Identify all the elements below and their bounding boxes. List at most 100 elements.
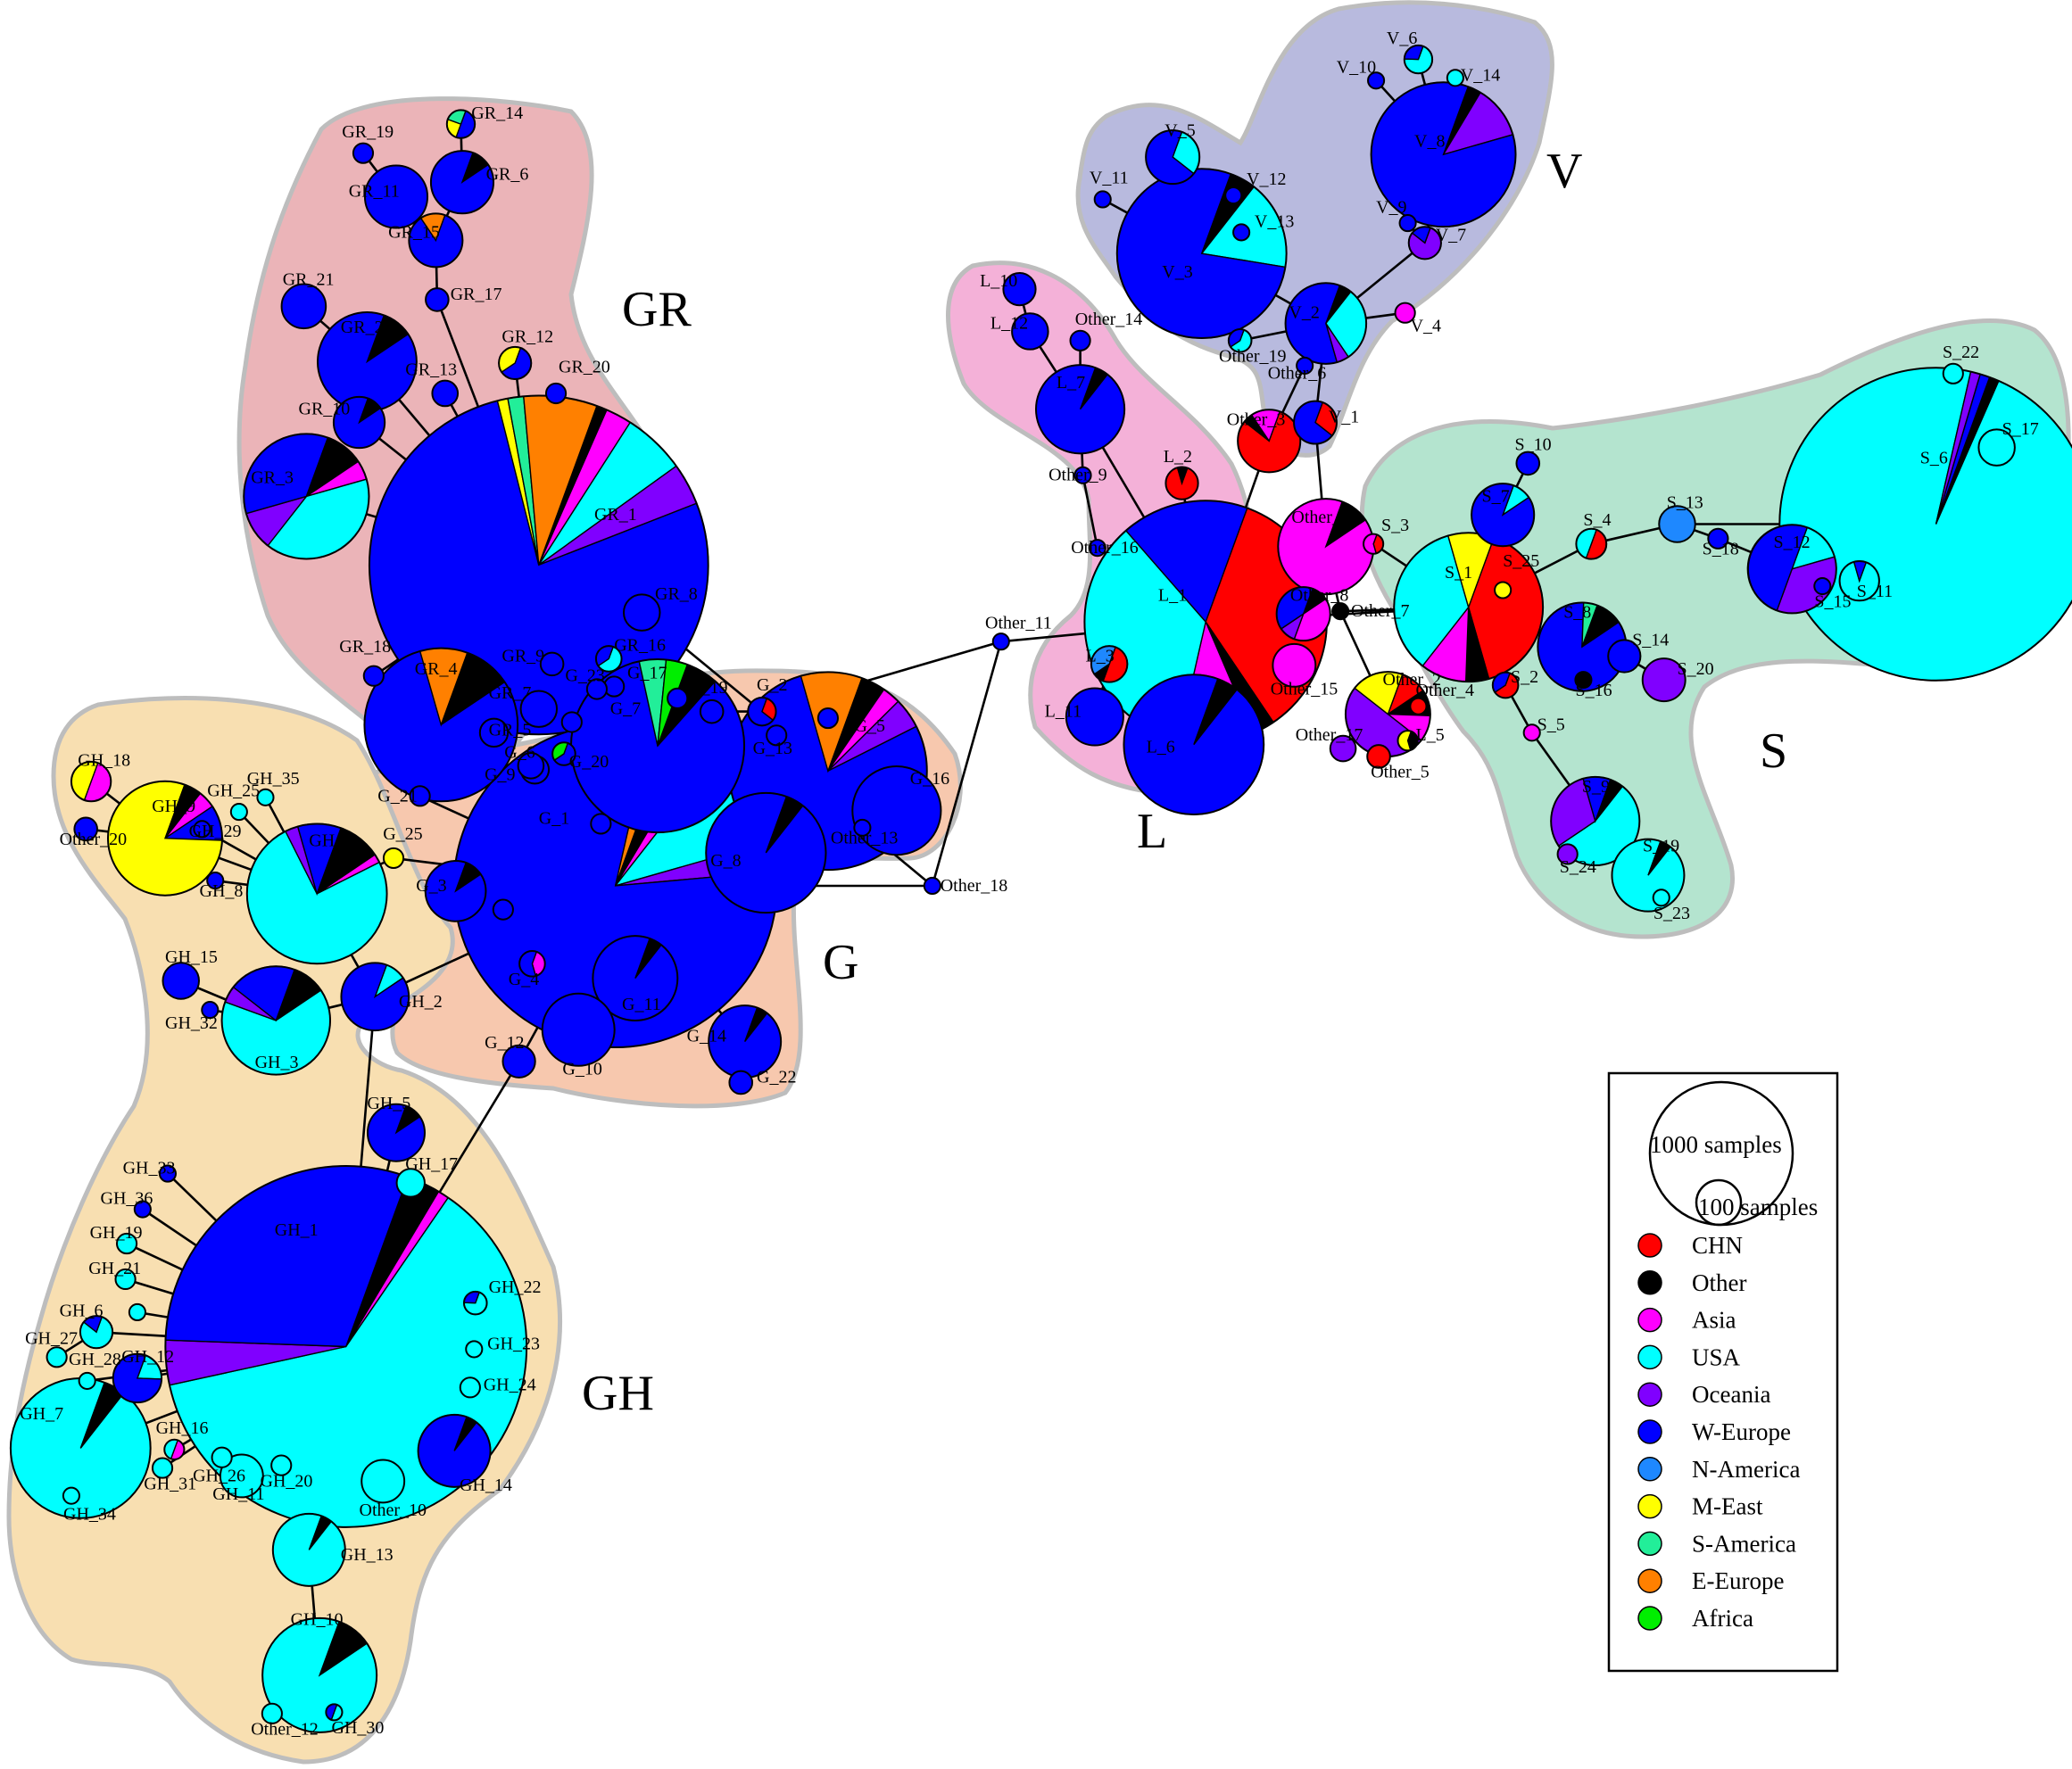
node-l-11 [1065, 687, 1124, 747]
node-g-3 [424, 860, 487, 922]
node-outline [1363, 533, 1385, 555]
node-g-7 [569, 658, 746, 834]
node-label-other-20: Other_20 [60, 830, 128, 849]
node-label-other-4: Other_4 [1416, 681, 1475, 700]
node-gr-11 [363, 164, 429, 229]
node-gh-34 [62, 1486, 80, 1505]
node-g-16 [851, 765, 942, 856]
node-label-g-25: G_25 [383, 824, 422, 844]
node-gh-3 [220, 965, 332, 1076]
node-label-g-9: G_9 [485, 765, 515, 785]
node-gh-6 [79, 1315, 114, 1350]
node-label-gh-19: GH_19 [90, 1223, 143, 1243]
node-label-gh-13: GH_13 [341, 1545, 394, 1565]
legend-label-africa: Africa [1692, 1605, 1753, 1632]
node-outline [368, 394, 709, 736]
node-gh-11 [219, 1453, 264, 1499]
node-label-l-6: L_6 [1147, 738, 1175, 757]
node-label-other-5: Other_5 [1371, 763, 1430, 782]
node-label-gh-25: GH_25 [207, 781, 260, 800]
node-outline [417, 1413, 492, 1488]
node-slice-w-europe [362, 665, 385, 687]
node-label-s-6: S_6 [1920, 448, 1948, 467]
node-label-gh-11: GH_11 [212, 1484, 264, 1504]
node-slice-w-europe [1065, 687, 1124, 747]
node-slice-w-europe [501, 1044, 536, 1079]
node-gr-15 [408, 212, 464, 269]
node-slice-w-europe [478, 717, 510, 748]
node-slice-w-europe [162, 962, 200, 1000]
node-label-g-21: G_21 [377, 786, 417, 806]
node-slice-w-europe [517, 752, 545, 780]
node-gh-27 [46, 1346, 68, 1368]
node-slice-usa [270, 1454, 293, 1476]
node-label-v-8: V_8 [1414, 131, 1445, 151]
node-label-gr-6: GR_6 [486, 164, 529, 184]
node-gr-7 [519, 690, 559, 728]
node-label-gr-18: GR_18 [339, 637, 391, 657]
node-outline [271, 1512, 346, 1587]
node-slice-usa [62, 1486, 80, 1505]
node-label-gh-32: GH_32 [165, 1013, 218, 1033]
node-slice-w-europe [1515, 451, 1541, 476]
node-g-22 [728, 1070, 754, 1095]
node-label-gh-20: GH_20 [261, 1471, 313, 1491]
node-slice-w-europe [590, 813, 612, 835]
node-outline [1227, 328, 1253, 353]
node-label-s-9: S_9 [1582, 777, 1610, 797]
node-s-4 [1575, 527, 1608, 560]
node-label-s-20: S_20 [1678, 659, 1714, 679]
node-g-10 [541, 992, 616, 1067]
node-slice-usa [151, 1457, 174, 1479]
node-label-g-20: G_20 [569, 752, 609, 772]
node-outline [462, 1290, 488, 1316]
legend-size-label-100: 100 samples [1698, 1194, 1818, 1220]
node-gh-4 [245, 823, 388, 965]
node-label-other-17: Other_17 [1296, 725, 1363, 745]
node-g-20 [551, 741, 576, 766]
node-slice-usa [1652, 889, 1670, 907]
node-label-gr-19: GR_19 [342, 122, 394, 142]
edge-other-11-other-18 [931, 641, 1003, 887]
node-s-20 [1641, 657, 1687, 703]
node-gh-2 [340, 962, 410, 1032]
node-outline [592, 935, 679, 1022]
legend-label-oceania: Oceania [1692, 1381, 1770, 1408]
node-gh-18 [70, 760, 112, 803]
node-label-other-14: Other_14 [1075, 310, 1143, 329]
node-label-g-10: G_10 [562, 1060, 601, 1079]
node-label-other-3: Other_3 [1227, 410, 1286, 430]
node-slice-w-europe [352, 142, 375, 164]
node-s-5 [1522, 723, 1541, 742]
node-slice-w-europe [73, 816, 98, 842]
node-gr-20 [544, 382, 568, 405]
node-label-s-11: S_11 [1857, 582, 1893, 601]
cluster-label-v: V [1546, 144, 1582, 199]
node-slice-w-europe [425, 287, 450, 312]
node-l-12 [1011, 312, 1049, 351]
node-slice-usa [219, 1453, 264, 1499]
node-slice-w-europe [1069, 329, 1091, 351]
node-label-v-6: V_6 [1387, 29, 1417, 48]
node-label-v-3: V_3 [1162, 262, 1192, 282]
node-label-l-12: L_12 [990, 314, 1028, 334]
node-g-21 [409, 785, 431, 807]
node-slice-w-europe [1707, 527, 1729, 550]
node-gr-12 [498, 345, 533, 381]
node-slice-w-europe [560, 711, 583, 733]
node-s-18 [1707, 527, 1729, 550]
cluster-label-s: S [1760, 723, 1787, 779]
node-label-s-10: S_10 [1515, 435, 1552, 455]
node-gr-14 [445, 109, 477, 139]
legend-swatch-w-europe [1637, 1419, 1662, 1444]
node-s-23 [1652, 889, 1670, 907]
node-slice-usa [256, 788, 275, 806]
node-label-s-23: S_23 [1653, 904, 1690, 923]
node-outline [1115, 168, 1288, 340]
node-slice-w-europe [853, 818, 872, 837]
node-s-22 [1942, 362, 1964, 384]
node-gh-36 [133, 1200, 152, 1219]
cluster-label-gr: GR [622, 282, 692, 337]
node-slice-w-europe [492, 898, 514, 921]
node-label-gh-23: GH_23 [487, 1334, 540, 1353]
